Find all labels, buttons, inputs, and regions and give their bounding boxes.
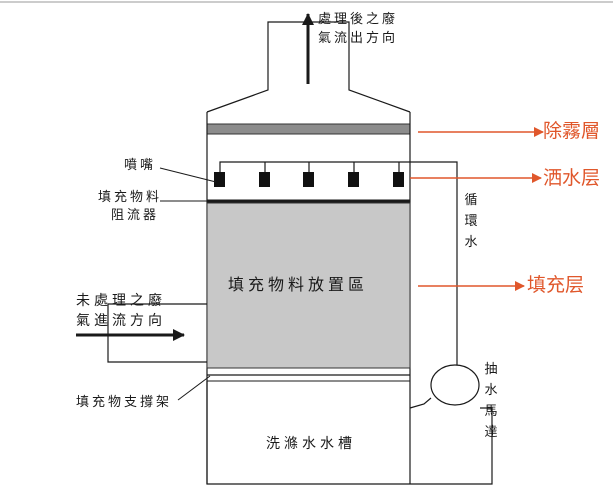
exhaust-label-line2: 氣流出方向 — [318, 31, 399, 46]
distributor-label-line2: 阻流器 — [111, 208, 160, 223]
nozzle — [393, 172, 404, 187]
inlet-duct — [107, 303, 207, 363]
support-label: 填充物支撐架 — [76, 395, 173, 410]
sump-tank — [206, 381, 493, 485]
pump-suction-pipe — [409, 397, 432, 409]
nozzle — [214, 172, 225, 187]
distributor-label-line1: 填充物料 — [98, 190, 163, 205]
pump-label: 抽水馬達 — [484, 362, 498, 440]
demister-callout: 除霧層 — [543, 120, 601, 142]
recirc-water-label: 循環水 — [464, 193, 478, 250]
support-leader — [177, 375, 211, 401]
nozzle-label: 噴嘴 — [124, 158, 157, 173]
demister-layer — [206, 123, 411, 135]
pump-motor — [430, 364, 480, 406]
sump-label: 洗滌水水槽 — [266, 436, 356, 452]
nozzle-leader — [159, 167, 217, 183]
packing-callout: 填充层 — [527, 274, 585, 296]
exhaust-label-line1: 處理後之廢 — [318, 12, 399, 27]
inlet-label-line1: 未處理之廢 — [76, 293, 166, 309]
nozzle — [259, 172, 270, 187]
spray-header-pipe — [219, 161, 458, 360]
inlet-label-line2: 氣進流方向 — [76, 313, 166, 329]
packing-zone — [206, 202, 411, 369]
packing-zone-label: 填充物料放置區 — [228, 275, 369, 294]
nozzle — [303, 172, 314, 187]
nozzle — [348, 172, 359, 187]
spray-callout: 洒水层 — [543, 167, 601, 189]
